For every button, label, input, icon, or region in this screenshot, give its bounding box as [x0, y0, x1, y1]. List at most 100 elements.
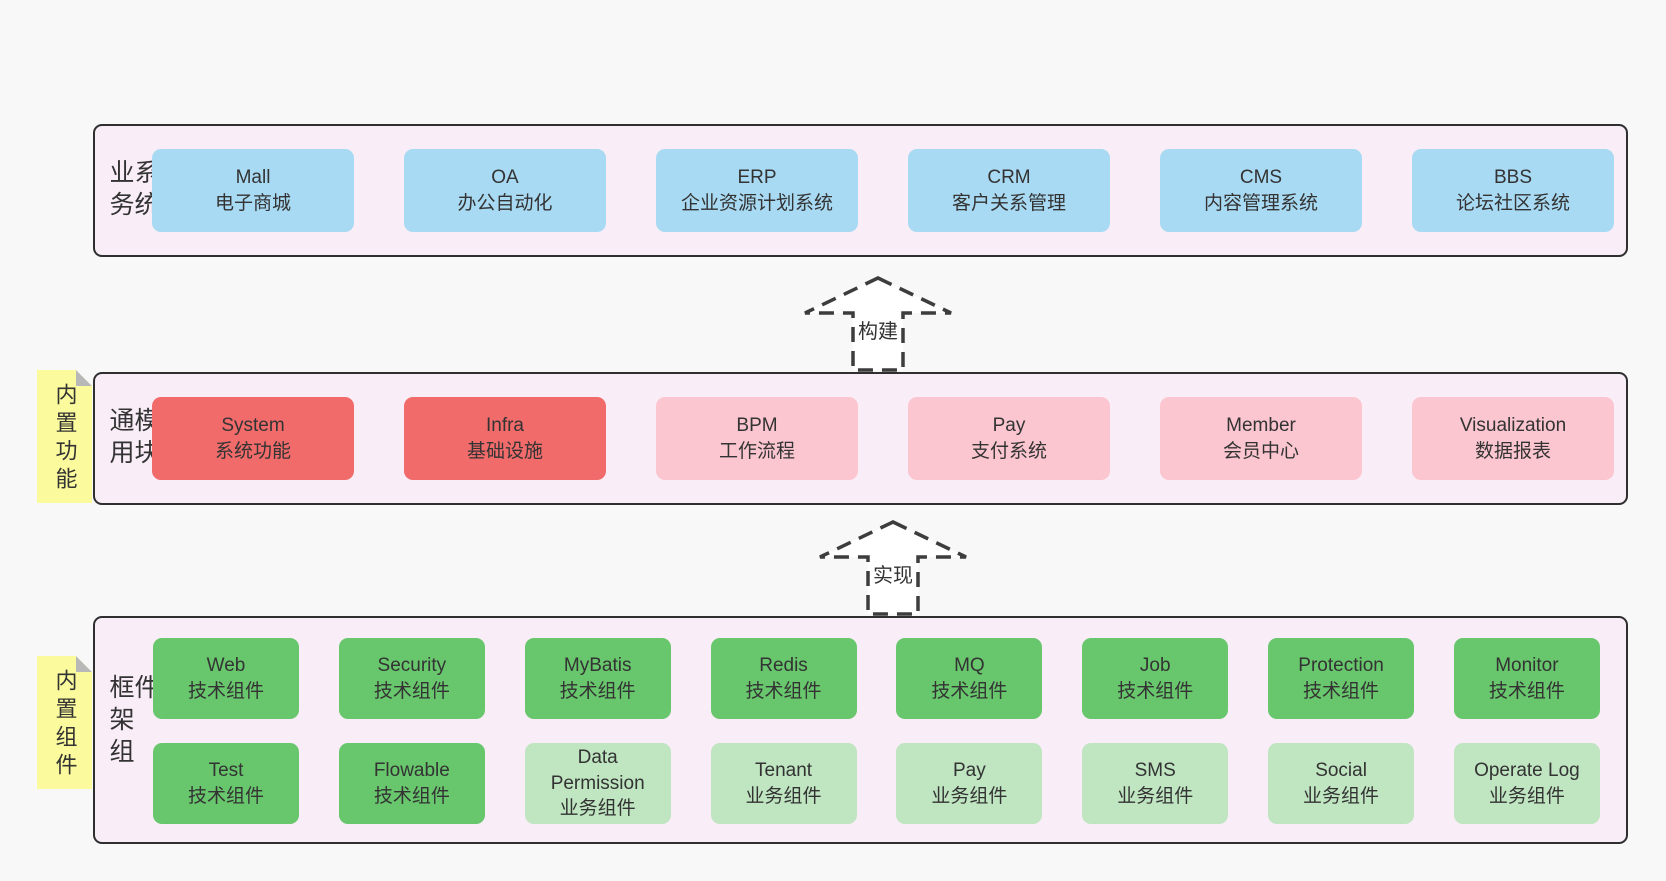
module-name: Mall	[235, 166, 271, 188]
module-desc: 技术组件	[559, 680, 636, 702]
module-desc: 技术组件	[1117, 680, 1194, 702]
module-box-infra: Infra 基础设施	[404, 397, 606, 480]
band-boxes-business-systems: Mall 电子商城 OA 办公自动化 ERP 企业资源计划系统 CRM 客户关系管理 CMS 内容…	[95, 126, 1626, 255]
module-name: Pay	[992, 414, 1026, 436]
build-arrow-label: 构建	[855, 315, 901, 344]
module-desc: 电子商城	[214, 192, 291, 214]
module-box-cms: CMS 内容管理系统	[1160, 149, 1362, 232]
module-box-redis: Redis 技术组件	[710, 638, 857, 719]
module-box-oa: OA 办公自动化	[404, 149, 606, 232]
implement-arrow-label: 实现	[870, 559, 916, 588]
module-name: Protection	[1298, 654, 1384, 676]
module-name: Visualization	[1459, 414, 1567, 436]
module-name: Operate Log	[1474, 759, 1580, 781]
module-name: Security	[377, 654, 447, 676]
module-name: Monitor	[1495, 654, 1559, 676]
module-name: Infra	[485, 414, 525, 436]
folded-corner-icon	[76, 656, 92, 672]
module-name: CMS	[1239, 166, 1283, 188]
module-desc: 系统功能	[214, 440, 291, 462]
module-desc: 技术组件	[1303, 680, 1380, 702]
module-desc: 业务组件	[559, 798, 636, 820]
sticky-note-label: 内置组件	[52, 669, 78, 781]
module-desc: 技术组件	[373, 785, 450, 807]
module-desc: 办公自动化	[457, 192, 553, 214]
module-desc: 基础设施	[466, 440, 543, 462]
module-desc: 工作流程	[718, 440, 795, 462]
module-box-flowable: Flowable 技术组件	[338, 743, 485, 824]
module-name: BPM	[736, 414, 778, 436]
module-name: Job	[1139, 654, 1171, 676]
module-desc: 技术组件	[1488, 680, 1565, 702]
module-box-social: Social 业务组件	[1268, 743, 1415, 824]
module-box-member: Member 会员中心	[1160, 397, 1362, 480]
module-box-job: Job 技术组件	[1082, 638, 1229, 719]
module-desc: 业务组件	[745, 785, 822, 807]
module-box-operate-log: Operate Log 业务组件	[1453, 743, 1600, 824]
module-name: BBS	[1493, 166, 1533, 188]
module-name: Tenant	[755, 759, 813, 781]
module-box-security: Security 技术组件	[338, 638, 485, 719]
module-box-bbs: BBS 论坛社区系统	[1412, 149, 1614, 232]
module-name: CRM	[987, 166, 1031, 188]
module-desc: 技术组件	[373, 680, 450, 702]
module-desc: 数据报表	[1474, 440, 1551, 462]
module-box-monitor: Monitor 技术组件	[1453, 638, 1600, 719]
module-desc: 会员中心	[1222, 440, 1299, 462]
module-name: OA	[491, 166, 519, 188]
module-desc: 论坛社区系统	[1455, 192, 1570, 214]
module-desc: 业务组件	[1303, 785, 1380, 807]
module-box-protection: Protection 技术组件	[1268, 638, 1415, 719]
sticky-note-label: 内置功能	[52, 383, 78, 495]
module-name: SMS	[1134, 759, 1176, 781]
module-desc: 技术组件	[187, 785, 264, 807]
module-name: Web	[206, 654, 246, 676]
module-box-data-permission: Data Permission 业务组件	[524, 743, 671, 824]
module-desc: 内容管理系统	[1203, 192, 1318, 214]
module-box-tenant: Tenant 业务组件	[710, 743, 857, 824]
module-desc: 支付系统	[970, 440, 1047, 462]
module-box-mall: Mall 电子商城	[152, 149, 354, 232]
module-name: Redis	[759, 654, 808, 676]
module-box-pay: Pay 支付系统	[908, 397, 1110, 480]
module-name: MQ	[954, 654, 985, 676]
module-name: Flowable	[373, 759, 450, 781]
module-desc: 技术组件	[745, 680, 822, 702]
module-desc: 业务组件	[931, 785, 1008, 807]
band-label-framework-components: 框架组件	[106, 674, 159, 770]
module-row: Mall 电子商城 OA 办公自动化 ERP 企业资源计划系统 CRM 客户关系管理 CMS 内容…	[152, 149, 1614, 232]
module-desc: 客户关系管理	[951, 192, 1066, 214]
module-box-test: Test 技术组件	[153, 743, 299, 824]
implement-arrow: 实现	[818, 520, 968, 616]
module-name: Member	[1226, 414, 1296, 436]
module-box-pay: Pay 业务组件	[896, 743, 1043, 824]
module-box-erp: ERP 企业资源计划系统	[656, 149, 858, 232]
sticky-note-builtin-features: 内置功能	[37, 370, 92, 503]
module-desc: 业务组件	[1488, 785, 1565, 807]
module-desc: 业务组件	[1117, 785, 1194, 807]
module-box-bpm: BPM 工作流程	[656, 397, 858, 480]
module-box-visualization: Visualization 数据报表	[1412, 397, 1614, 480]
module-desc: 技术组件	[931, 680, 1008, 702]
sticky-note-builtin-components: 内置组件	[37, 656, 92, 789]
module-name: Pay	[953, 759, 986, 781]
module-box-web: Web 技术组件	[153, 638, 299, 719]
module-desc: 企业资源计划系统	[680, 192, 833, 214]
build-arrow: 构建	[803, 276, 953, 372]
module-name: Social	[1315, 759, 1367, 781]
module-name: ERP	[737, 166, 777, 188]
module-name: Test	[208, 759, 244, 781]
module-name: Data Permission	[550, 747, 645, 794]
module-desc: 技术组件	[187, 680, 264, 702]
